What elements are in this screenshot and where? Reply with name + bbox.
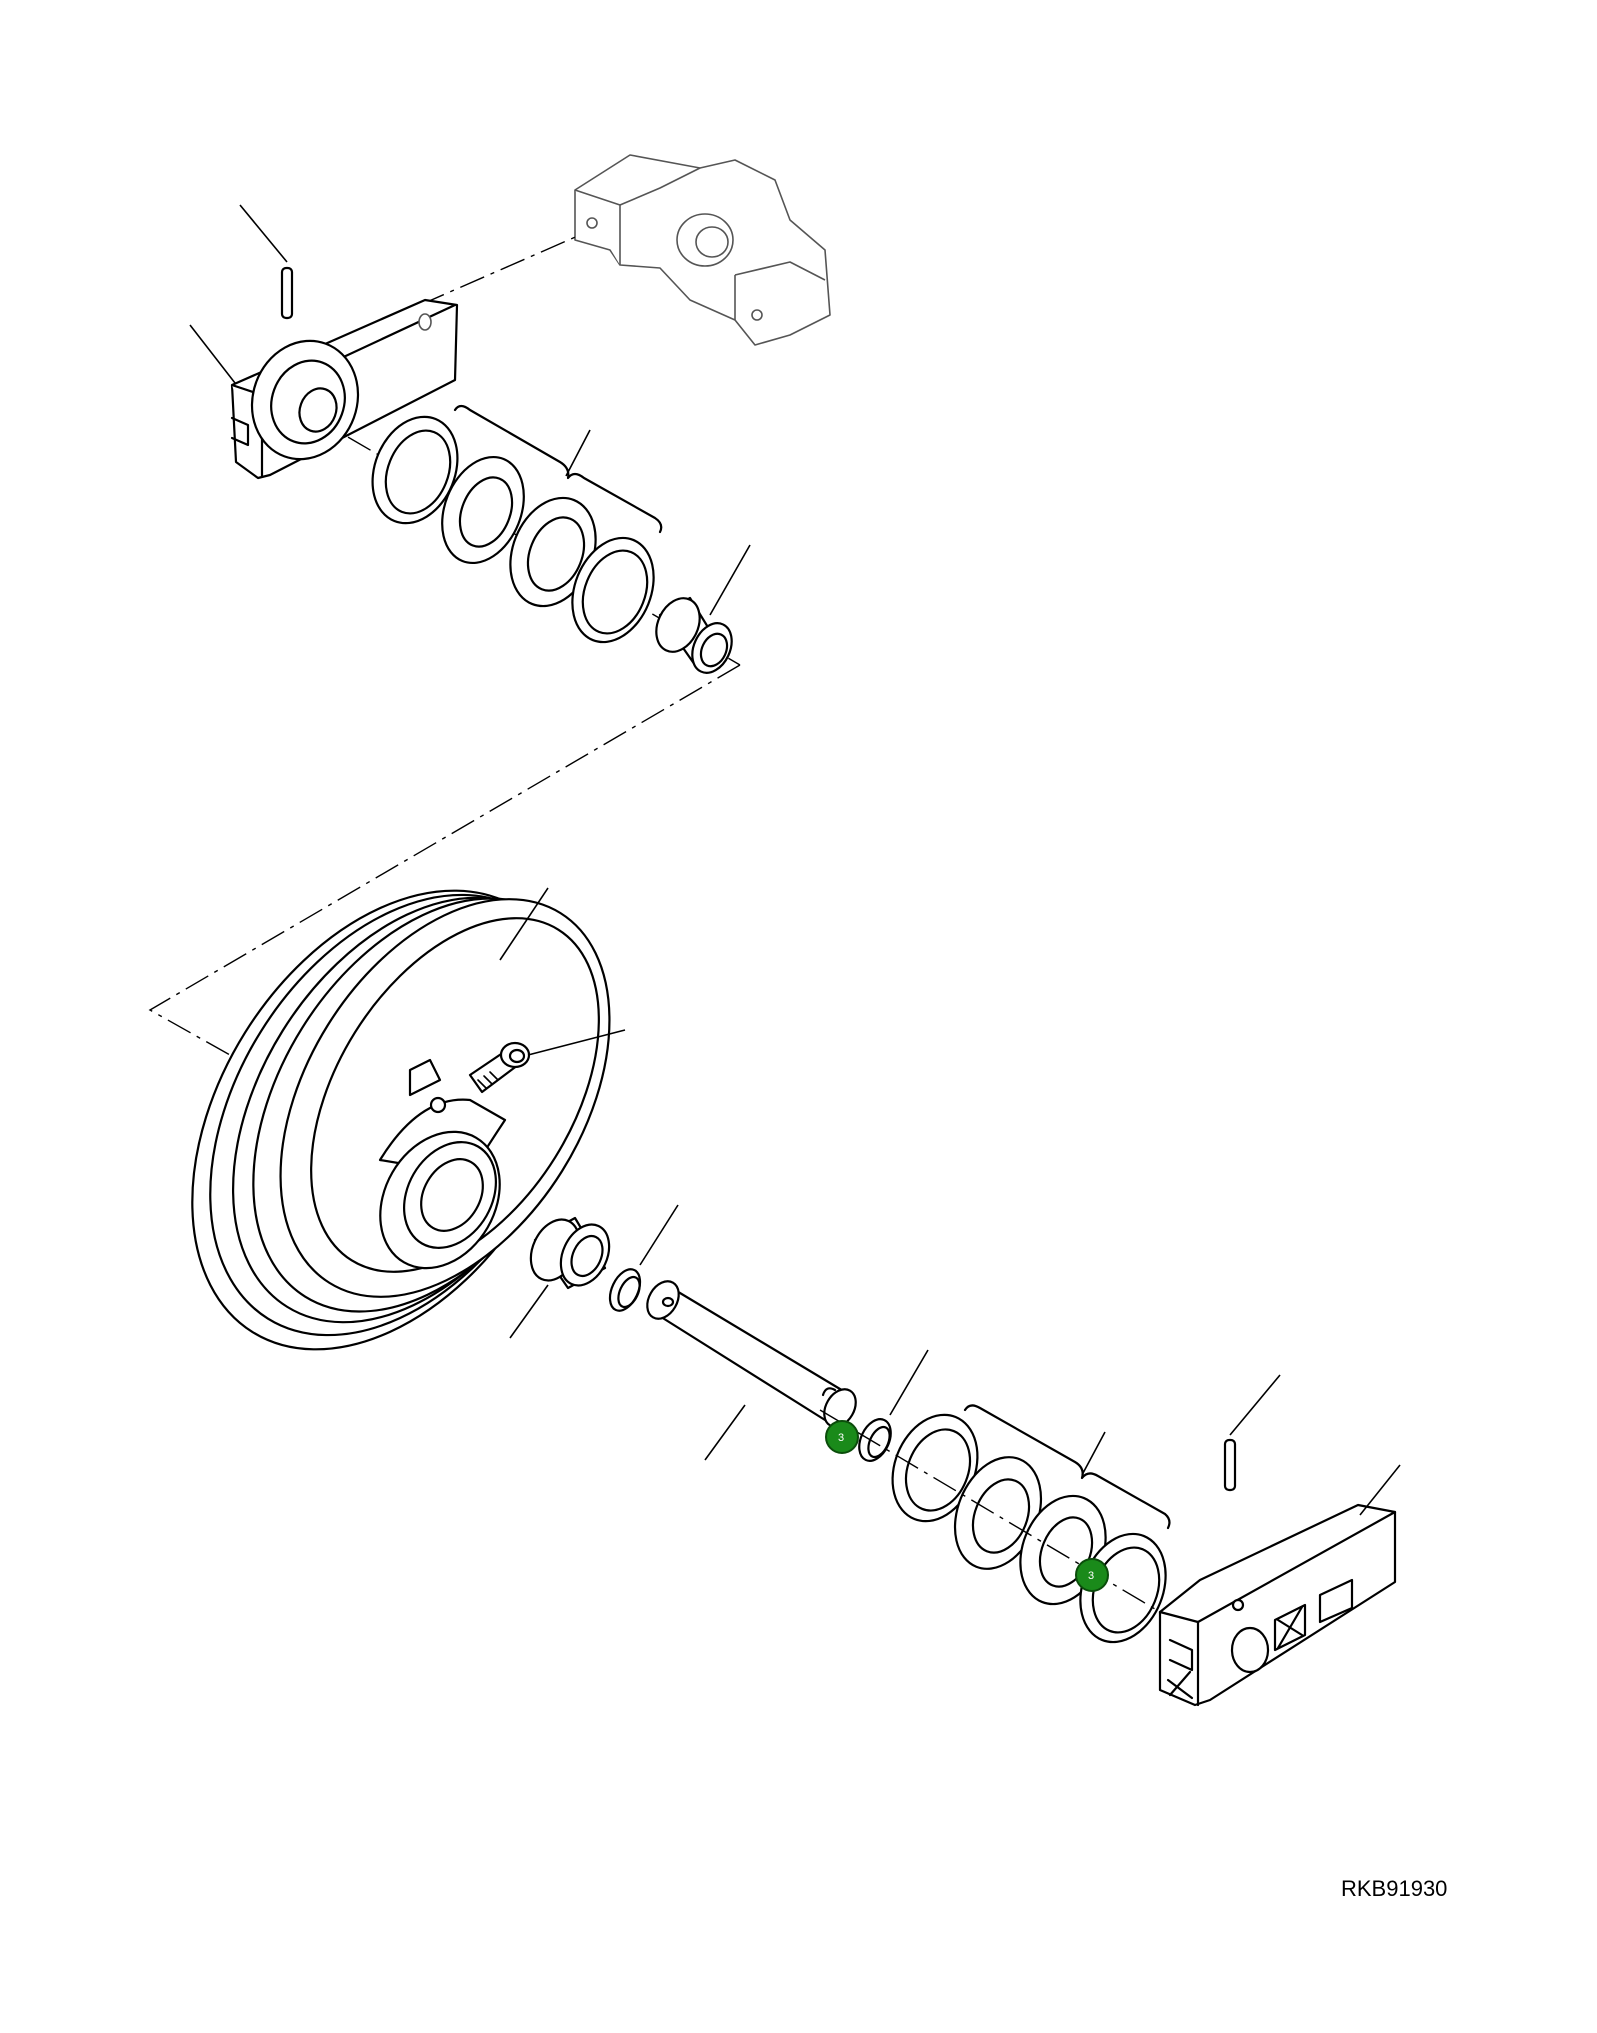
roll-pin-lower <box>1223 1374 1281 1492</box>
seal-ring-set-lower <box>891 1404 1171 1644</box>
drawing-reference-code: RKB91930 <box>1341 1876 1448 1901</box>
bushing-upper <box>655 544 751 674</box>
callout-badge-seal[interactable]: 3 <box>1075 1558 1109 1592</box>
callout-label: 3 <box>838 1432 844 1444</box>
screw <box>468 1029 626 1094</box>
callout-label: 3 <box>1088 1570 1094 1582</box>
bearing-block-upper <box>189 298 459 480</box>
seal-ring-set-upper <box>371 404 663 644</box>
snap-ring-left <box>608 1204 679 1312</box>
upper-assembly <box>148 154 831 1056</box>
snap-ring-right <box>858 1349 929 1462</box>
roll-pin-upper <box>239 204 294 320</box>
lower-assembly <box>191 887 1401 1707</box>
bearing-block-lower <box>1158 1464 1401 1707</box>
axis-line-upper <box>419 234 581 306</box>
callout-badge-shaft[interactable]: 3 <box>825 1420 859 1454</box>
connect-line <box>148 664 741 1056</box>
idler-wheel <box>191 887 611 1351</box>
bushing-lower <box>509 1216 611 1339</box>
frame-bracket <box>574 154 831 346</box>
